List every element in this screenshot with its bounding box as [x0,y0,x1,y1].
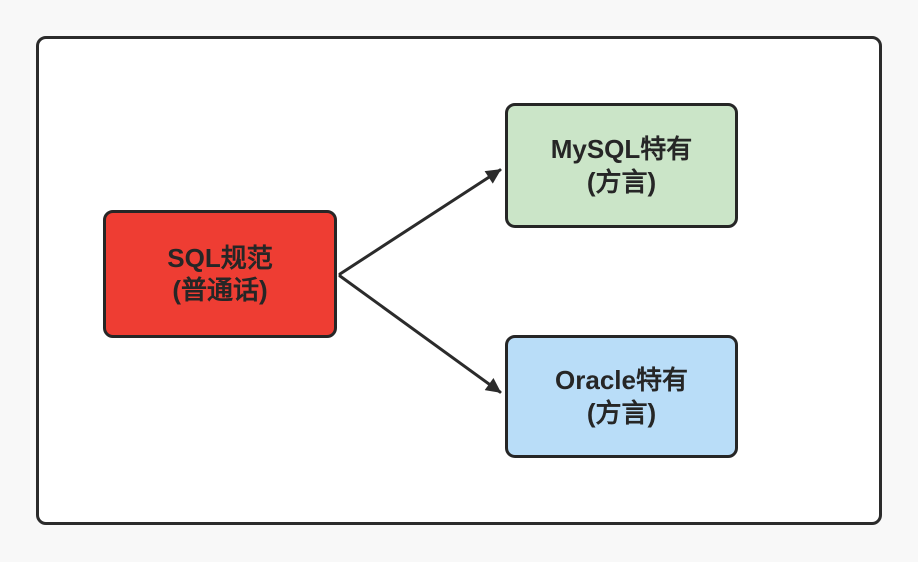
node-oracle-dialect-sublabel: (方言) [586,397,657,428]
node-mysql-dialect-sublabel: (方言) [586,166,657,197]
node-sql-standard: SQL规范 (普通话) [103,210,337,338]
node-sql-standard-sublabel: (普通话) [172,275,268,305]
node-oracle-dialect-label: Oracle特有 [555,365,688,395]
node-oracle-dialect: Oracle特有 (方言) [505,335,738,458]
node-mysql-dialect-label: MySQL特有 [550,134,693,164]
node-sql-standard-label: SQL规范 [167,242,273,273]
node-mysql-dialect: MySQL特有 (方言) [505,103,738,228]
